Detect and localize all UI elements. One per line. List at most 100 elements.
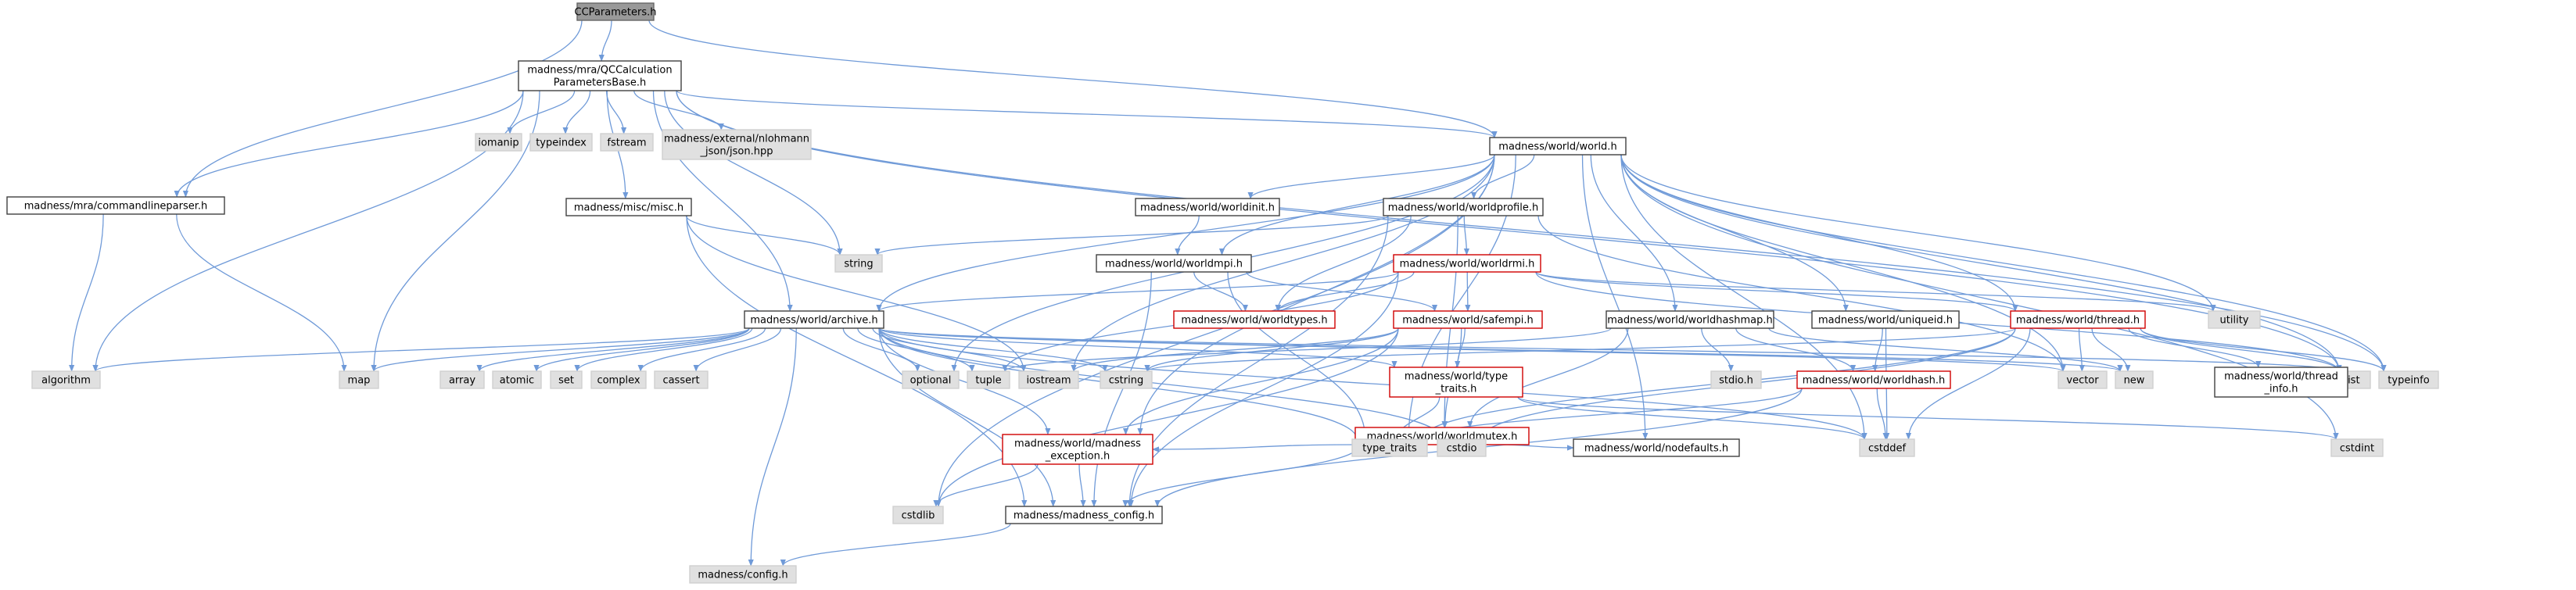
edge-qccalc-to-cmdline <box>174 90 524 198</box>
edge-safempi-to-cstring <box>1144 327 1399 372</box>
node-cassert: cassert <box>654 370 709 389</box>
node-thread[interactable]: madness/world/thread.h <box>2010 310 2146 329</box>
node-box <box>1173 310 1336 329</box>
node-cstdio: cstdio <box>1437 438 1487 457</box>
edge-hashmap-to-new <box>1768 327 2123 372</box>
node-label: array <box>449 375 475 387</box>
edge-world-to-cstddef <box>1620 154 1867 440</box>
node-ccparameters[interactable]: CCParameters.h <box>575 2 657 21</box>
edge-world-to-list <box>1620 154 2342 372</box>
edge-hashmap-to-worldhash <box>1735 327 1857 372</box>
edge-worldrmi-to-worldtypes <box>1275 271 1415 312</box>
node-cstdint: cstdint <box>2330 438 2384 457</box>
node-hashmap[interactable]: madness/world/worldhashmap.h <box>1606 310 1774 329</box>
edge-world-to-worldprofile <box>1470 154 1535 199</box>
node-box <box>1096 254 1252 273</box>
node-worldhash[interactable]: madness/world/worldhash.h <box>1796 370 1951 389</box>
node-label: tuple <box>975 375 1001 387</box>
edge-ccparameters-to-world <box>648 20 1498 138</box>
node-box <box>439 370 485 389</box>
node-box <box>1351 438 1428 457</box>
node-label: CCParameters.h <box>575 7 657 19</box>
edge-archive-to-madconfig <box>878 327 1057 507</box>
edge-worldprofile-to-worldtypes <box>1275 215 1412 312</box>
edge-qccalc-to-typeinfo <box>676 90 2387 372</box>
node-misc[interactable]: madness/misc/misc.h <box>565 198 692 216</box>
node-label: madness/config.h <box>698 570 788 581</box>
node-threadinfo[interactable]: madness/world/thread_info.h <box>2214 367 2348 398</box>
node-label: madness/misc/misc.h <box>574 202 683 214</box>
node-madconfig[interactable]: madness/madness_config.h <box>1005 506 1163 524</box>
node-fstream: fstream <box>600 133 654 152</box>
node-madexc[interactable]: madness/world/madness_exception.h <box>1002 434 1153 465</box>
node-cstddef: cstddef <box>1859 438 1915 457</box>
edge-archive-to-tuple <box>857 327 975 372</box>
node-label: iomanip <box>478 138 518 149</box>
edge-worldmpi-to-madconfig <box>1091 271 1152 507</box>
node-label: vector <box>2066 375 2099 387</box>
node-box <box>744 310 884 329</box>
node-box <box>1606 310 1774 329</box>
edge-ccparameters-to-cmdline <box>182 20 583 198</box>
edge-worldmpi-to-safempi <box>1246 271 1438 312</box>
node-box <box>600 133 654 152</box>
node-label: madness/external/nlohmann <box>664 134 809 145</box>
node-safempi[interactable]: madness/world/safempi.h <box>1393 310 1543 329</box>
node-typeinfo: typeinfo <box>2378 370 2439 389</box>
node-box <box>834 254 883 273</box>
node-qccalc[interactable]: madness/mra/QCCalculationParametersBase.… <box>518 60 682 91</box>
node-label: madness/world/thread <box>2224 371 2338 383</box>
edge-qccalc-to-string <box>664 90 843 256</box>
node-box <box>1018 370 1079 389</box>
edge-qccalc-to-map <box>371 90 540 372</box>
node-box <box>339 370 379 389</box>
node-cmdline[interactable]: madness/mra/commandlineparser.h <box>6 196 225 215</box>
edge-madexc-to-madconfig <box>1078 463 1086 507</box>
node-world[interactable]: madness/world/world.h <box>1489 137 1627 156</box>
node-worldtypes[interactable]: madness/world/worldtypes.h <box>1173 310 1336 329</box>
node-uniqueid[interactable]: madness/world/uniqueid.h <box>1811 310 1960 329</box>
node-label: madness/world/type <box>1405 371 1508 383</box>
edge-thread-to-cstddef <box>1905 327 2031 440</box>
node-iomanip: iomanip <box>475 133 522 152</box>
node-box <box>1859 438 1915 457</box>
edge-world-to-worldmpi <box>1218 154 1495 256</box>
node-box <box>2058 370 2108 389</box>
edge-archive-to-atomic <box>533 327 750 372</box>
node-worldprofile[interactable]: madness/world/worldprofile.h <box>1383 198 1544 216</box>
edge-qccalc-to-algorithm <box>92 90 524 372</box>
node-label: algorithm <box>41 375 91 387</box>
edge-world-to-iostream <box>1071 154 1495 372</box>
node-label: utility <box>2220 315 2249 327</box>
node-worldrmi[interactable]: madness/world/worldrmi.h <box>1393 254 1541 273</box>
node-label: madness/mra/QCCalculation <box>527 65 672 77</box>
node-box <box>1135 198 1280 216</box>
node-nodefaults[interactable]: madness/world/nodefaults.h <box>1573 438 1740 457</box>
node-label: cstdlib <box>902 510 935 522</box>
node-label: type_traits <box>1362 443 1417 455</box>
edge-worldprofile-to-worldrmi <box>1463 215 1470 256</box>
edge-worldrmi-to-thread <box>1535 271 2018 312</box>
edge-worldinit-to-worldmpi <box>1175 215 1200 256</box>
edge-hashmap-to-worldmutex <box>1467 327 1629 428</box>
node-label: madness/madness_config.h <box>1014 510 1154 522</box>
edge-worldrmi-to-safempi <box>1465 271 1471 312</box>
node-box <box>565 198 692 216</box>
node-stdioh: stdio.h <box>1710 370 1762 389</box>
node-typeindex: typeindex <box>529 133 593 152</box>
edge-thread-to-typeinfo <box>2140 327 2387 372</box>
node-config: madness/config.h <box>689 565 797 584</box>
node-box <box>967 370 1010 389</box>
node-label: cstring <box>1109 375 1143 387</box>
node-atomic: atomic <box>492 370 542 389</box>
node-label: madness/world/world.h <box>1498 141 1616 153</box>
node-iostream: iostream <box>1018 370 1079 389</box>
nodes-layer: CCParameters.h madness/mra/QCCalculationP… <box>6 2 2439 584</box>
node-json: madness/external/nlohmann_json/json.hpp <box>662 129 812 160</box>
node-typetraits_h[interactable]: madness/world/type_traits.h <box>1389 367 1523 398</box>
node-worldmpi[interactable]: madness/world/worldmpi.h <box>1096 254 1252 273</box>
node-label: stdio.h <box>1719 375 1753 387</box>
node-archive[interactable]: madness/world/archive.h <box>744 310 884 329</box>
node-worldinit[interactable]: madness/world/worldinit.h <box>1135 198 1280 216</box>
node-label: madness/world/thread.h <box>2016 315 2140 327</box>
